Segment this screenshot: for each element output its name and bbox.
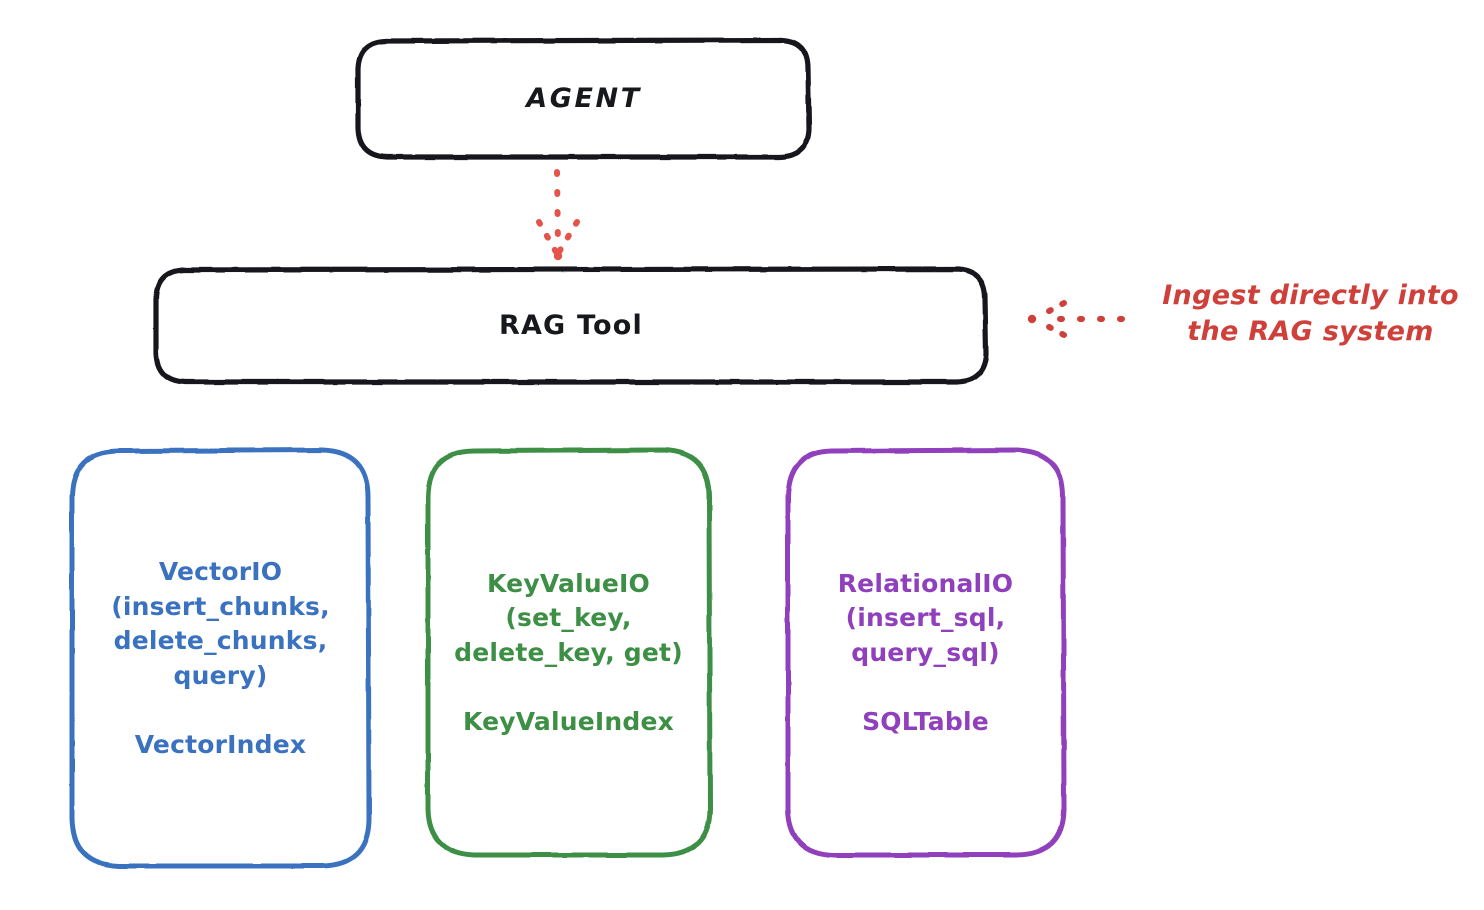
agent-to-rag-tool-connector — [536, 169, 580, 261]
node-agent-label: AGENT — [526, 83, 642, 115]
node-relational-io[interactable]: RelationalIO (insert_sql, query_sql) SQL… — [788, 450, 1063, 856]
node-rag-tool-label: RAG Tool — [498, 310, 644, 342]
node-rag-tool[interactable]: RAG Tool — [156, 269, 986, 383]
ingest-annotation-connector — [1027, 300, 1125, 338]
node-vector-io-label: VectorIO (insert_chunks, delete_chunks, … — [111, 557, 330, 759]
node-vector-io[interactable]: VectorIO (insert_chunks, delete_chunks, … — [72, 450, 369, 867]
annotation-ingest-text: Ingest directly into the RAG system — [1162, 280, 1459, 347]
node-agent[interactable]: AGENT — [358, 40, 810, 158]
node-key-value-io-label: KeyValueIO (set_key, delete_key, get) Ke… — [454, 568, 683, 736]
node-key-value-io[interactable]: KeyValueIO (set_key, delete_key, get) Ke… — [428, 450, 709, 856]
node-relational-io-label: RelationalIO (insert_sql, query_sql) SQL… — [837, 568, 1014, 736]
